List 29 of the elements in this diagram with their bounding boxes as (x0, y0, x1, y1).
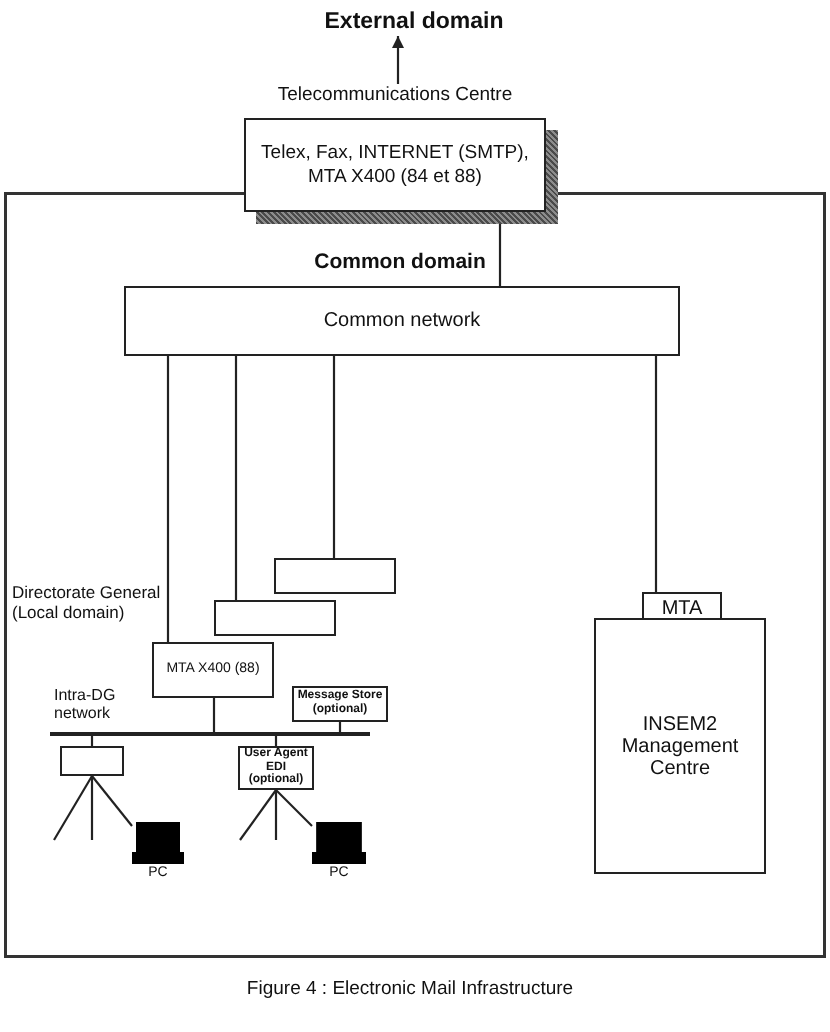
connector-line (239, 789, 277, 841)
empty-box (274, 558, 396, 594)
connector-line (166, 356, 170, 642)
arrow (392, 36, 404, 84)
connector-line (212, 698, 216, 732)
process-box: INSEM2 Management Centre (594, 618, 766, 874)
domain-heading: External domain (324, 8, 504, 36)
connector-line (90, 776, 94, 840)
empty-box (60, 746, 124, 776)
connector-line (275, 789, 313, 827)
connector-line (654, 356, 658, 592)
connector-line (274, 736, 278, 746)
connector-line (91, 775, 133, 827)
connector-line (234, 356, 238, 600)
figure-caption: Figure 4 : Electronic Mail Infrastructure (246, 978, 574, 1002)
node-heading: Telecommunications Centre (277, 84, 513, 108)
domain-frame (4, 192, 826, 958)
connector-line (338, 722, 342, 732)
process-box: Common network (124, 286, 680, 356)
bus-label: Intra-DG network (54, 686, 118, 723)
connector-line (90, 736, 94, 746)
connector-line (53, 775, 93, 841)
connector-line (498, 224, 502, 286)
region-label: Directorate General (Local domain) (12, 584, 163, 624)
domain-heading: Common domain (314, 250, 486, 276)
empty-box (214, 600, 336, 636)
connector-line (332, 356, 336, 558)
connector-line (274, 790, 278, 840)
bus-line (50, 732, 370, 736)
